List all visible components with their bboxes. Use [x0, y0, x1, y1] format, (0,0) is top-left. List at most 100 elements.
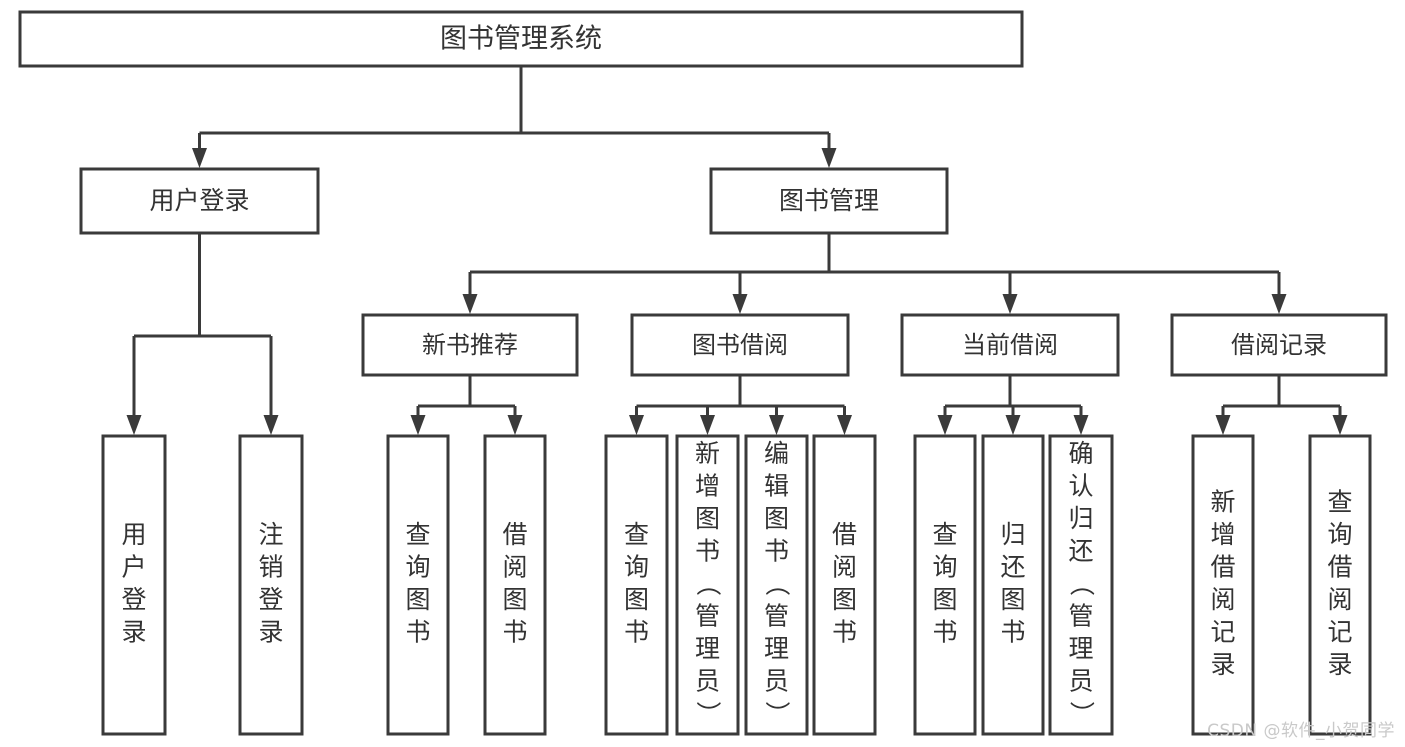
node-leaf-user-login[interactable]: 用户登录	[101, 434, 167, 736]
node-box[interactable]	[1170, 313, 1388, 377]
node-label: 图书借阅	[692, 331, 788, 359]
node-borrow-record[interactable]: 借阅记录	[1170, 313, 1388, 377]
node-label-char: 书	[624, 618, 649, 647]
connector-group	[126, 233, 279, 435]
node-label-char: 书	[405, 618, 430, 647]
node-box[interactable]	[1308, 434, 1372, 736]
node-label-char: 查	[405, 520, 430, 549]
node-label-char: 书	[695, 536, 720, 565]
node-label-char: 录	[1327, 650, 1352, 679]
connector-group	[1215, 375, 1348, 435]
arrow-head	[410, 415, 426, 435]
node-label-char: 借	[832, 520, 857, 549]
node-label-char: 管	[1068, 601, 1093, 630]
node-label: 图书管理系统	[440, 24, 602, 55]
node-box[interactable]	[709, 167, 949, 235]
node-user-login[interactable]: 用户登录	[79, 167, 320, 235]
node-label-char: 员	[1068, 666, 1093, 695]
node-label: 用户登录	[149, 186, 249, 215]
arrow-head	[837, 415, 852, 435]
node-box[interactable]	[675, 434, 740, 736]
node-label-char: 图	[932, 585, 957, 614]
node-label-char: （	[1067, 571, 1096, 596]
node-box[interactable]	[238, 434, 304, 736]
node-label-char: 增	[1210, 520, 1235, 549]
node-book-borrow[interactable]: 图书借阅	[630, 313, 850, 377]
connector-group	[410, 375, 523, 435]
connector-group	[937, 375, 1089, 435]
node-label-char: 查	[932, 520, 957, 549]
node-box[interactable]	[386, 434, 450, 736]
node-label-char: 询	[932, 553, 957, 582]
node-box[interactable]	[101, 434, 167, 736]
node-box[interactable]	[812, 434, 877, 736]
node-label-char: （	[762, 571, 791, 596]
node-box[interactable]	[1048, 434, 1114, 736]
node-label-char: 增	[695, 471, 720, 500]
connector-group	[192, 66, 837, 168]
node-label-char: 新	[695, 439, 720, 468]
arrow-head	[263, 415, 279, 435]
node-box[interactable]	[79, 167, 320, 235]
node-label-char: 录	[258, 618, 283, 647]
node-box[interactable]	[630, 313, 850, 377]
node-label-char: 询	[624, 553, 649, 582]
node-box[interactable]	[604, 434, 669, 736]
node-label-char: 还	[1000, 553, 1025, 582]
arrow-head	[1005, 415, 1021, 435]
node-label-char: 员	[695, 666, 720, 695]
node-label: 当前借阅	[962, 331, 1058, 359]
node-label-char: 新	[1210, 488, 1235, 517]
node-box[interactable]	[900, 313, 1120, 377]
node-label-char: 书	[502, 618, 527, 647]
node-box[interactable]	[981, 434, 1045, 736]
node-new-book-rec[interactable]: 新书推荐	[361, 313, 579, 377]
node-label-char: 认	[1068, 471, 1093, 500]
node-label: 借阅记录	[1231, 331, 1327, 359]
node-box[interactable]	[1191, 434, 1255, 736]
node-label-char: 理	[695, 634, 720, 663]
node-label-char: 书	[764, 536, 789, 565]
node-box[interactable]	[18, 10, 1024, 68]
node-label-char: 辑	[764, 471, 789, 500]
node-label-char: 用	[121, 520, 146, 549]
node-label-char: 编	[764, 439, 789, 468]
node-label-char: 查	[1327, 488, 1352, 517]
node-current-borrow[interactable]: 当前借阅	[900, 313, 1120, 377]
node-label: 图书管理	[779, 186, 879, 215]
node-box[interactable]	[483, 434, 547, 736]
arrow-head	[732, 294, 748, 314]
node-label-char: 录	[121, 618, 146, 647]
node-box[interactable]	[913, 434, 977, 736]
node-book-manage[interactable]: 图书管理	[709, 167, 949, 235]
node-label-char: 户	[121, 553, 146, 582]
node-label: 新书推荐	[422, 331, 518, 359]
node-box[interactable]	[744, 434, 809, 736]
node-label-char: 借	[502, 520, 527, 549]
connector-group	[462, 233, 1287, 314]
node-label-char: 确	[1068, 439, 1093, 468]
arrow-head	[462, 294, 478, 314]
node-root[interactable]: 图书管理系统	[18, 10, 1024, 68]
node-box[interactable]	[361, 313, 579, 377]
